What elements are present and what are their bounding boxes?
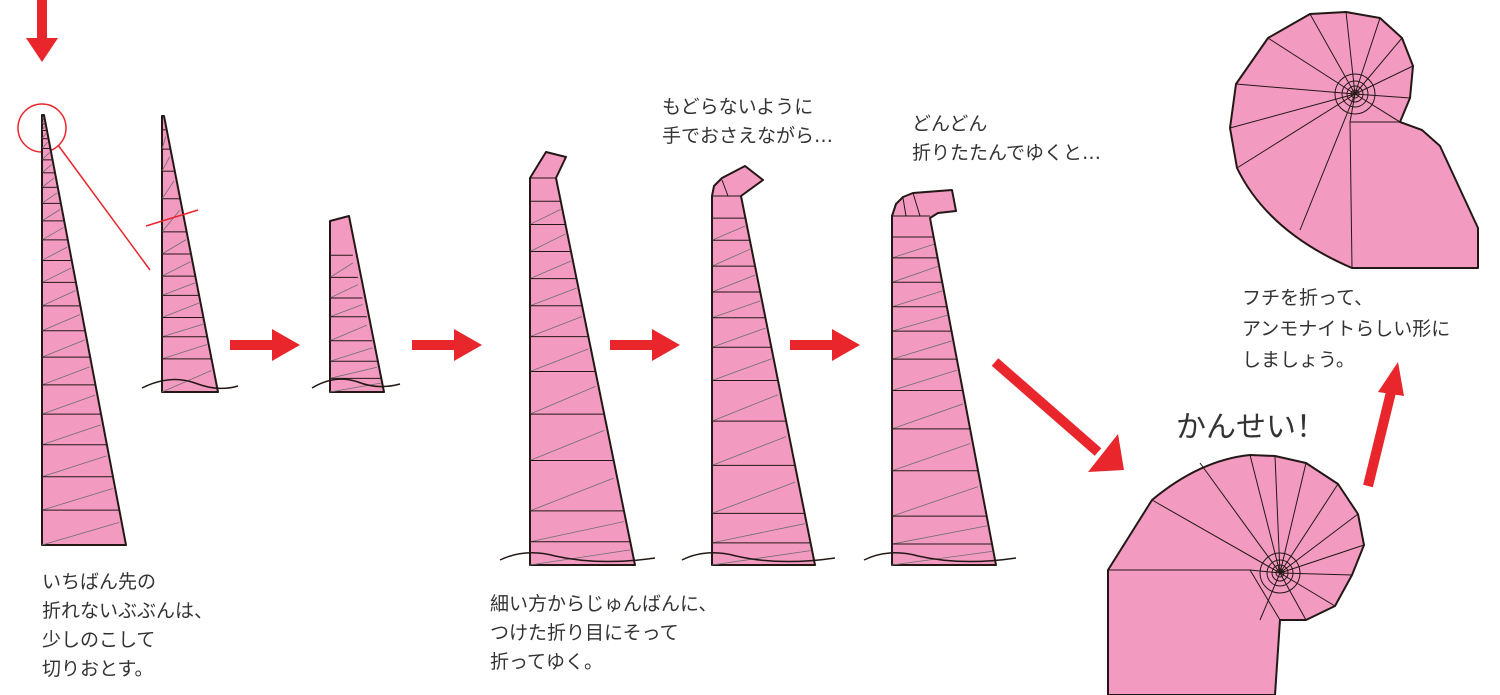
arrow-right-icon — [790, 329, 860, 361]
arrow-down-icon — [26, 0, 58, 62]
caption-line: つけた折り目にそって — [490, 622, 679, 644]
callout-line — [57, 144, 151, 271]
caption-line: アンモナイトらしい形に — [1242, 318, 1450, 340]
caption-line: どんどん — [912, 113, 987, 135]
caption-line: 折ってゆく。 — [490, 651, 603, 673]
arrow-right-icon — [412, 329, 482, 361]
caption-step4: どんどん 折りたたんでゆくと… — [912, 113, 1101, 164]
ammonite-refined — [1229, 11, 1479, 269]
caption-line: もどらないように — [662, 96, 813, 118]
arrow-up-icon — [1363, 362, 1404, 488]
strip-fold-2 — [681, 165, 836, 566]
caption-line: 手でおさえながら… — [662, 125, 833, 147]
arrow-diagonal-icon — [991, 358, 1124, 472]
caption-line: フチを折って、 — [1242, 287, 1373, 309]
ammonite-completed — [1107, 454, 1365, 695]
strip-full — [17, 103, 151, 546]
caption-step2: 細い方からじゅんばんに、 つけた折り目にそって 折ってゆく。 — [490, 593, 717, 673]
caption-line: 折れないぶぶんは、 — [42, 600, 213, 622]
strip-trimmed — [311, 215, 401, 393]
caption-line: いちばん先の — [42, 571, 156, 593]
arrow-right-icon — [610, 329, 680, 361]
caption-line: しましょう。 — [1242, 349, 1355, 371]
caption-line: 切りおとす。 — [42, 658, 154, 680]
caption-step3: もどらないように 手でおさえながら… — [662, 96, 833, 147]
strip-fold-1 — [499, 151, 656, 566]
caption-line: 少しのこして — [42, 629, 155, 651]
caption-done: かんせい！ — [1176, 410, 1326, 445]
strip-fold-3 — [863, 189, 1017, 566]
strip-cut — [141, 115, 239, 393]
cut-mark — [145, 209, 199, 227]
caption-line: 折りたたんでゆくと… — [912, 142, 1101, 164]
arrow-right-icon — [230, 329, 300, 361]
caption-step1: いちばん先の 折れないぶぶんは、 少しのこして 切りおとす。 — [42, 571, 213, 680]
caption-step5: フチを折って、 アンモナイトらしい形に しましょう。 — [1242, 287, 1450, 371]
caption-line: 細い方からじゅんばんに、 — [490, 593, 717, 615]
